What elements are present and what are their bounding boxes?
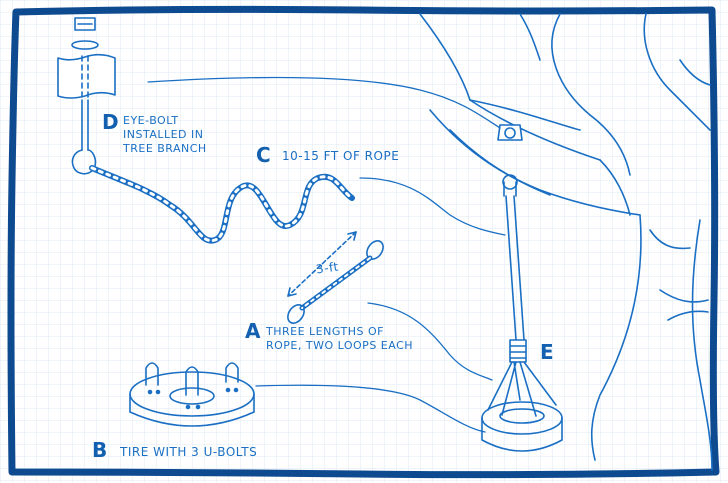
label-d-line-3: TREE BRANCH xyxy=(123,143,207,154)
label-a: A xyxy=(245,321,260,341)
label-a-line-1: THREE LENGTHS OF xyxy=(266,326,413,337)
label-b-text: TIRE WITH 3 U-BOLTS xyxy=(120,446,257,458)
label-d-text: EYE-BOLT INSTALLED IN TREE BRANCH xyxy=(123,115,207,157)
label-d-letter: D xyxy=(102,110,119,134)
label-d-line-1: EYE-BOLT xyxy=(123,115,207,126)
label-c-text: 10-15 FT OF ROPE xyxy=(282,150,399,162)
label-b-letter: B xyxy=(92,438,107,462)
label-a-line-2: ROPE, TWO LOOPS EACH xyxy=(266,340,413,351)
label-a-text: THREE LENGTHS OF ROPE, TWO LOOPS EACH xyxy=(266,326,413,354)
label-d-line-2: INSTALLED IN xyxy=(123,129,207,140)
label-a-letter: A xyxy=(245,319,260,343)
label-d: D xyxy=(102,112,119,132)
measure-label: 3-ft xyxy=(315,260,339,275)
label-c-letter: C xyxy=(256,143,271,167)
label-e: E xyxy=(540,342,554,362)
label-e-letter: E xyxy=(540,340,554,364)
label-c: C xyxy=(256,145,271,165)
label-b: B xyxy=(92,440,107,460)
